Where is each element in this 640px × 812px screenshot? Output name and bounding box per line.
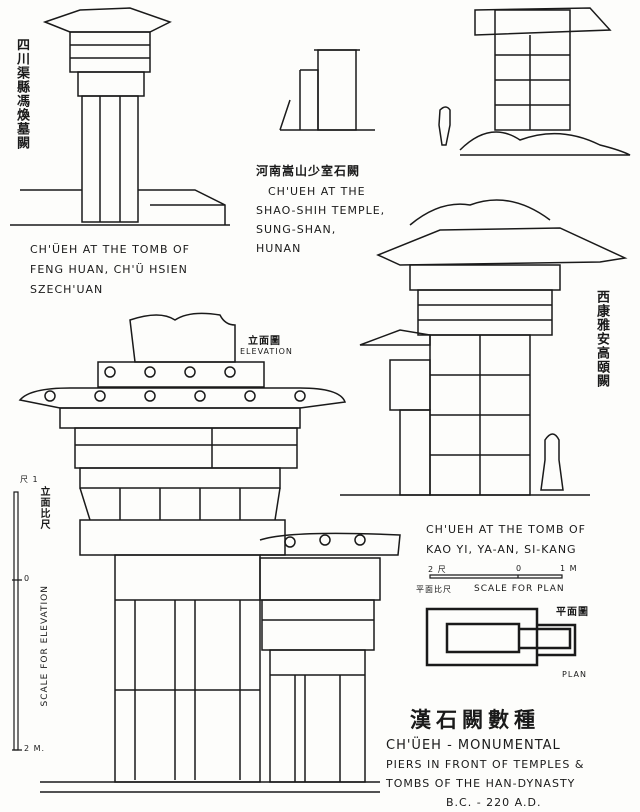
title-line: PIERS IN FRONT OF TEMPLES &: [386, 758, 585, 771]
kao-yi-caption: CH'UEH AT THE TOMB OF KAO YI, YA-AN, SI-…: [426, 520, 586, 560]
elevation-scale-bottom: 2 M.: [24, 744, 46, 753]
caption-line: CH'UEH AT THE: [268, 185, 366, 198]
plan-scale-label: SCALE FOR PLAN: [474, 584, 565, 594]
shao-shih-caption: CH'UEH AT THE SHAO-SHIH TEMPLE, SUNG-SHA…: [256, 182, 385, 258]
caption-line: CH'ÜEH AT THE TOMB OF: [30, 243, 190, 256]
title-line: B.C. - 220 A.D.: [446, 796, 542, 809]
elevation-scale-label: SCALE FOR ELEVATION: [40, 585, 50, 707]
elevation-scale-top: 尺 1: [20, 475, 39, 484]
shao-shih-label-cn: 河南嵩山少室石闕: [256, 164, 361, 178]
title-line: TOMBS OF THE HAN-DYNASTY: [386, 777, 576, 790]
plate-title: CH'ÜEH - MONUMENTAL PIERS IN FRONT OF TE…: [386, 736, 584, 812]
plan-label: PLAN: [562, 670, 587, 679]
plan-drawing: [425, 607, 577, 667]
elevation-scale-bar: [12, 491, 22, 751]
elevation-drawing: [18, 312, 401, 793]
kao-yi-label-cn: 西康雅安高頤闕: [594, 290, 609, 388]
plan-scale-label-cn: 平面比尺: [416, 585, 452, 594]
feng-huan-pier-drawing: [10, 7, 230, 226]
caption-line: CH'UEH AT THE TOMB OF: [426, 523, 586, 536]
plan-scale-right: 1 M: [560, 564, 578, 573]
caption-line: SZECH'UAN: [30, 283, 104, 296]
feng-huan-caption: CH'ÜEH AT THE TOMB OF FENG HUAN, CH'Ü HS…: [30, 240, 190, 300]
feng-huan-label-cn: 四川渠縣馮煥墓闕: [14, 38, 29, 150]
caption-line: SUNG-SHAN,: [256, 223, 337, 236]
plan-scale-bar: [429, 574, 563, 579]
elevation-label: ELEVATION: [240, 347, 293, 356]
elevation-scale-label-cn: 立面比尺: [38, 486, 49, 530]
plate-title-cn: 漢石闕數種: [410, 708, 540, 732]
caption-line: FENG HUAN, CH'Ü HSIEN: [30, 263, 188, 276]
title-line: CH'ÜEH - MONUMENTAL: [386, 738, 561, 753]
plan-label-cn: 平面圖: [556, 607, 589, 618]
plan-scale-left: 2 尺: [428, 565, 447, 574]
shao-shih-pier-drawing: [279, 7, 631, 156]
caption-line: SHAO-SHIH TEMPLE,: [256, 204, 386, 217]
plan-scale-zero: 0: [516, 564, 523, 573]
elevation-scale-zero: 0: [24, 574, 31, 583]
caption-line: KAO YI, YA-AN, SI-KANG: [426, 543, 577, 556]
kao-yi-pier-drawing: [340, 199, 628, 496]
caption-line: HUNAN: [256, 242, 302, 255]
elevation-label-cn: 立面圖: [248, 336, 281, 347]
